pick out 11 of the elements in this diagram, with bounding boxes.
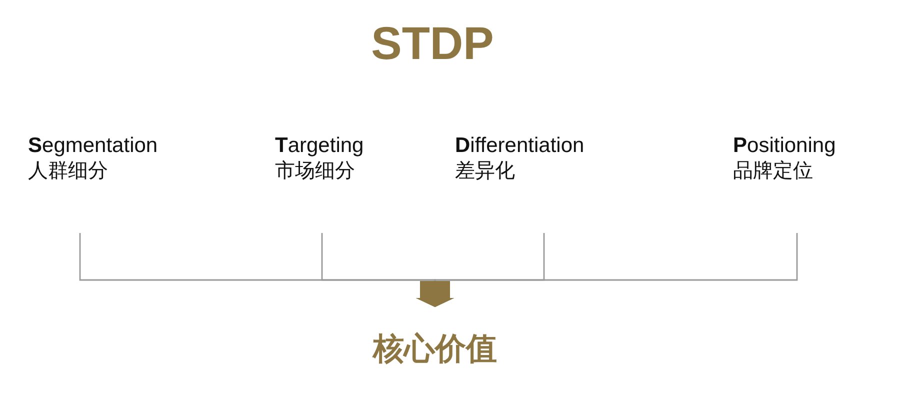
title: STDP: [371, 18, 494, 69]
term-label: Segmentation: [28, 134, 158, 158]
connector-line: [416, 233, 798, 307]
term-translation: 差异化: [455, 160, 516, 184]
core-value-text: 核心价值: [373, 330, 497, 368]
term-translation: 市场细分: [275, 160, 356, 184]
term-label: Differentiation: [455, 134, 584, 158]
term-translation: 人群细分: [28, 160, 109, 184]
term-translation: 品牌定位: [733, 160, 814, 184]
term-label: Positioning: [733, 134, 836, 158]
term-label: Targeting: [275, 134, 364, 158]
